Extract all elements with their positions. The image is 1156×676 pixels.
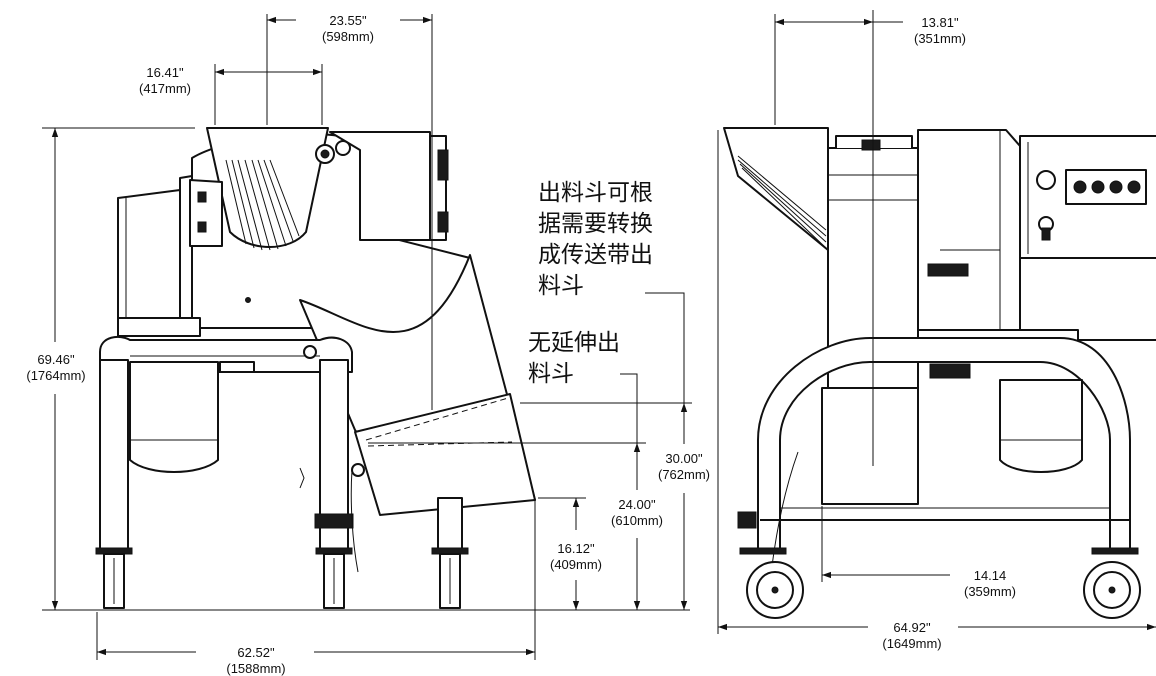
note-no-extension-line-1: 无延伸出 <box>528 330 620 356</box>
dim-side-length-in: 62.52" <box>237 645 275 660</box>
dim-front-center-mm: (359mm) <box>964 584 1016 599</box>
dimension-labels: 23.55" (598mm) 16.41" (417mm) 69.46" (17… <box>26 13 1016 676</box>
dim-chute-16-in: 16.12" <box>557 541 595 556</box>
dim-chute-16-mm: (409mm) <box>550 557 602 572</box>
dim-front-top-mm: (351mm) <box>914 31 966 46</box>
dim-front-length-mm: (1649mm) <box>882 636 941 651</box>
dim-hopper-width-in: 16.41" <box>146 65 184 80</box>
dim-front-top-in: 13.81" <box>921 15 959 30</box>
note-conveyor-line-2: 据需要转换 <box>538 211 653 237</box>
dimension-lines <box>42 10 1156 660</box>
note-conveyor-line-1: 出料斗可根 <box>538 180 653 206</box>
dim-chute-30-mm: (762mm) <box>658 467 710 482</box>
dim-height-in: 69.46" <box>37 352 75 367</box>
dim-chute-24-in: 24.00" <box>618 497 656 512</box>
dim-hopper-width-mm: (417mm) <box>139 81 191 96</box>
front-view <box>723 127 1156 619</box>
dim-side-length-mm: (1588mm) <box>226 661 285 676</box>
dim-chute-24-mm: (610mm) <box>611 513 663 528</box>
callout-notes: 出料斗可根 据需要转换 成传送带出 料斗 无延伸出 料斗 <box>528 180 653 387</box>
dim-top-width-in: 23.55" <box>329 13 367 28</box>
dim-top-width-mm: (598mm) <box>322 29 374 44</box>
side-view <box>95 127 536 609</box>
note-conveyor-line-3: 成传送带出 <box>538 242 653 268</box>
dim-chute-30-in: 30.00" <box>665 451 703 466</box>
dim-front-center-in: 14.14 <box>974 568 1007 583</box>
note-conveyor-line-4: 料斗 <box>538 273 584 299</box>
note-no-extension-line-2: 料斗 <box>528 361 574 387</box>
dim-front-length-in: 64.92" <box>893 620 931 635</box>
dim-height-mm: (1764mm) <box>26 368 85 383</box>
